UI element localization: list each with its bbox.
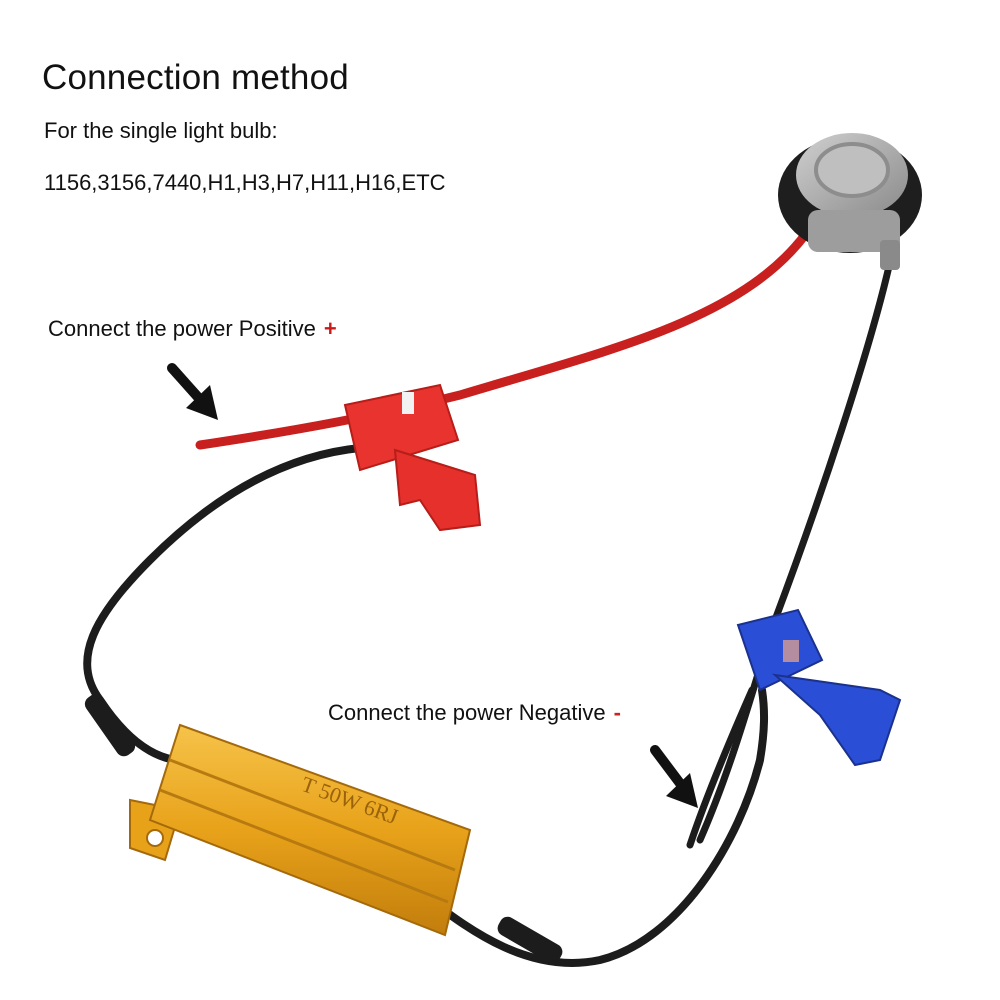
negative-arrow-icon <box>650 745 698 808</box>
load-resistor: T 50W 6RJ <box>129 723 472 937</box>
negative-label: Connect the power Negative- <box>328 700 621 726</box>
positive-label-text: Connect the power Positive <box>48 316 316 341</box>
positive-label: Connect the power Positive + <box>48 316 337 342</box>
page-title: Connection method <box>42 58 349 97</box>
positive-arrow-icon <box>167 363 218 420</box>
resistor-lead-bottom <box>426 686 769 967</box>
resistor-sleeve-right <box>497 916 563 964</box>
red-tap-connector <box>343 383 482 532</box>
negative-label-text: Connect the power Negative <box>328 700 606 725</box>
positive-sign: + <box>323 316 337 341</box>
negative-sign: - <box>613 700 621 725</box>
bulb-socket <box>778 133 922 270</box>
subtitle: For the single light bulb: <box>44 118 278 143</box>
blue-tap-connector <box>736 608 902 767</box>
socket-black-wire <box>696 258 894 844</box>
resistor-sleeve-left <box>84 693 136 757</box>
bulb-types: 1156,3156,7440,H1,H3,H7,H11,H16,ETC <box>44 170 446 195</box>
resistor-lead-top <box>83 444 364 764</box>
negative-free-wire <box>686 686 756 849</box>
socket-red-wire <box>195 230 810 450</box>
